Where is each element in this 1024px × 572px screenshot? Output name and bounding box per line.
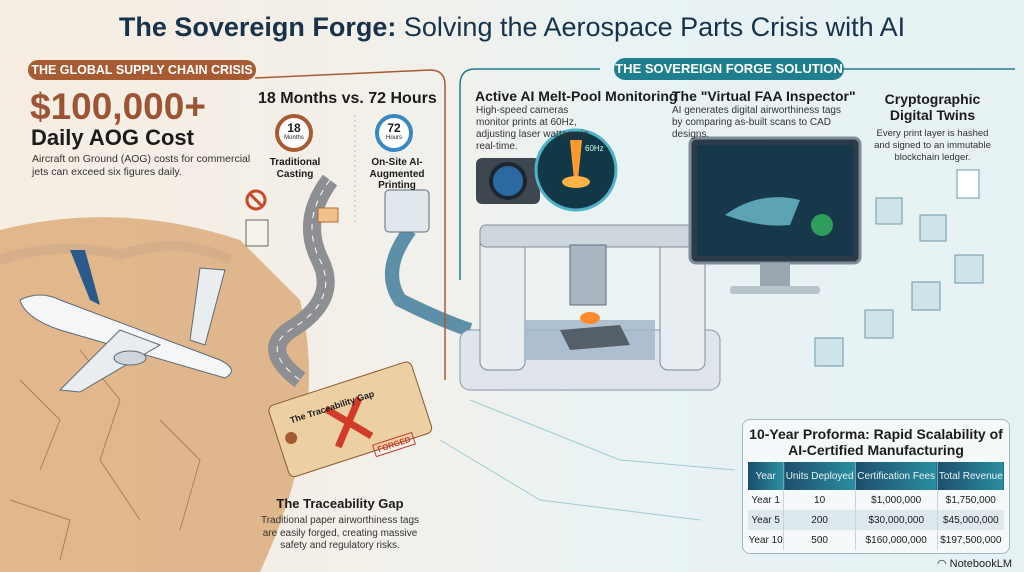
meltpool-description: High-speed cameras monitor prints at 60H… <box>476 105 589 152</box>
proforma-table-card: 10-Year Proforma: Rapid Scalability of A… <box>742 419 1010 554</box>
traceability-gap-description: Traditional paper airworthiness tags are… <box>260 515 420 551</box>
cracked-desert <box>0 217 309 572</box>
camera-icon <box>476 158 540 204</box>
traceability-tag-icon <box>268 361 433 478</box>
traditional-casting-label: Traditional Casting <box>269 157 321 180</box>
table-cell: $197,500,000 <box>940 534 1002 546</box>
column-header: Units Deployed <box>783 462 856 490</box>
aog-cost-description: Aircraft on Ground (AOG) costs for comme… <box>32 153 251 178</box>
document-icon <box>245 219 269 247</box>
proforma-table: Year Units Deployed Certification Fees T… <box>748 462 1004 550</box>
notebooklm-logo-icon: ◠ <box>936 558 950 570</box>
table-cell: 10 <box>783 490 856 510</box>
aog-cost-value: $100,000+ <box>30 86 206 127</box>
circuit-lines <box>439 399 736 521</box>
notebooklm-branding: ◠ NotebookLM <box>936 558 1012 570</box>
stopwatch-18-months-icon: 18 Months <box>275 114 313 152</box>
table-cell: 200 <box>783 510 856 530</box>
table-cell: $160,000,000 <box>855 530 938 550</box>
faa-inspector-description: AI generates digital airworthiness tags … <box>672 105 841 140</box>
table-cell: $1,000,000 <box>855 490 938 510</box>
monitor-icon <box>688 136 862 294</box>
meltpool-frequency: 60Hz <box>585 144 604 153</box>
faa-inspector-title: The "Virtual FAA Inspector" <box>672 88 856 104</box>
aog-cost-label: Daily AOG Cost <box>31 125 194 150</box>
traceability-gap-title: The Traceability Gap <box>276 496 404 511</box>
table-header-row: Year Units Deployed Certification Fees T… <box>748 462 1004 490</box>
blockchain-icon <box>814 169 984 367</box>
table-cell: $30,000,000 <box>855 510 938 530</box>
table-cell: Year 1 <box>748 490 785 510</box>
printer-small-icon <box>384 189 430 233</box>
envelope-icon <box>317 207 339 223</box>
table-cell: Year 5 <box>748 510 785 530</box>
comparison-title: 18 Months vs. 72 Hours <box>258 90 437 107</box>
solution-section-label: THE SOVEREIGN FORGE SOLUTION <box>614 58 844 80</box>
3d-printer-icon <box>459 224 721 391</box>
prohibited-icon <box>245 189 267 211</box>
table-cell: $45,000,000 <box>937 510 1004 530</box>
digital-twins-title: Cryptographic Digital Twins <box>884 91 981 123</box>
table-cell: $1,750,000 <box>945 494 996 506</box>
table-cell: Year 10 <box>748 530 785 550</box>
column-header: Total Revenue <box>937 462 1004 490</box>
table-cell: 500 <box>783 530 856 550</box>
proforma-title: 10-Year Proforma: Rapid Scalability of A… <box>749 426 1003 458</box>
stopwatch-72-hours-icon: 72 Hours <box>375 114 413 152</box>
column-header: Certification Fees <box>855 462 938 490</box>
onsite-printing-label: On-Site AI-Augmented Printing <box>369 157 425 191</box>
digital-twins-description: Every print layer is hashed and signed t… <box>874 128 991 163</box>
short-road <box>385 225 473 337</box>
page-title: The Sovereign Forge: Solving the Aerospa… <box>118 12 906 42</box>
airplane-icon <box>19 250 232 393</box>
meltpool-title: Active AI Melt-Pool Monitoring <box>475 88 678 104</box>
column-header: Year <box>748 462 785 490</box>
crisis-section-label: THE GLOBAL SUPPLY CHAIN CRISIS <box>28 60 256 80</box>
